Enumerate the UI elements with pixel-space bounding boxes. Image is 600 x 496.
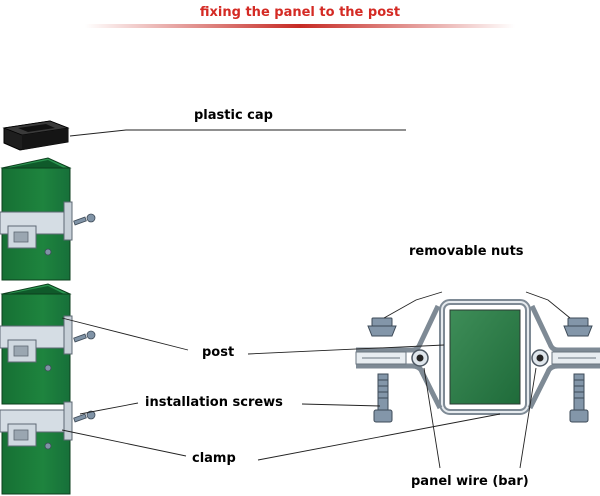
clamp-icon-middle bbox=[0, 315, 73, 363]
label-clamp: clamp bbox=[192, 451, 236, 466]
clamp-icon-top bbox=[0, 201, 73, 249]
plastic-cap-icon bbox=[2, 120, 70, 151]
title-underline bbox=[85, 24, 515, 28]
label-panel-wire: panel wire (bar) bbox=[411, 474, 529, 489]
label-post: post bbox=[202, 345, 235, 360]
panel-wire-icon bbox=[411, 349, 549, 367]
diagram-title: fixing the panel to the post bbox=[199, 5, 401, 20]
label-plastic-cap: plastic cap bbox=[194, 108, 273, 123]
bolt-icon bbox=[373, 373, 589, 423]
clamp-icon-bottom bbox=[0, 401, 73, 447]
post-cross-section bbox=[355, 299, 600, 415]
leader-lines bbox=[61, 129, 571, 469]
label-removable-nuts: removable nuts bbox=[409, 244, 524, 259]
label-installation-screws: installation screws bbox=[145, 395, 283, 410]
nut-icon bbox=[367, 317, 593, 337]
screw-icon bbox=[44, 213, 96, 450]
